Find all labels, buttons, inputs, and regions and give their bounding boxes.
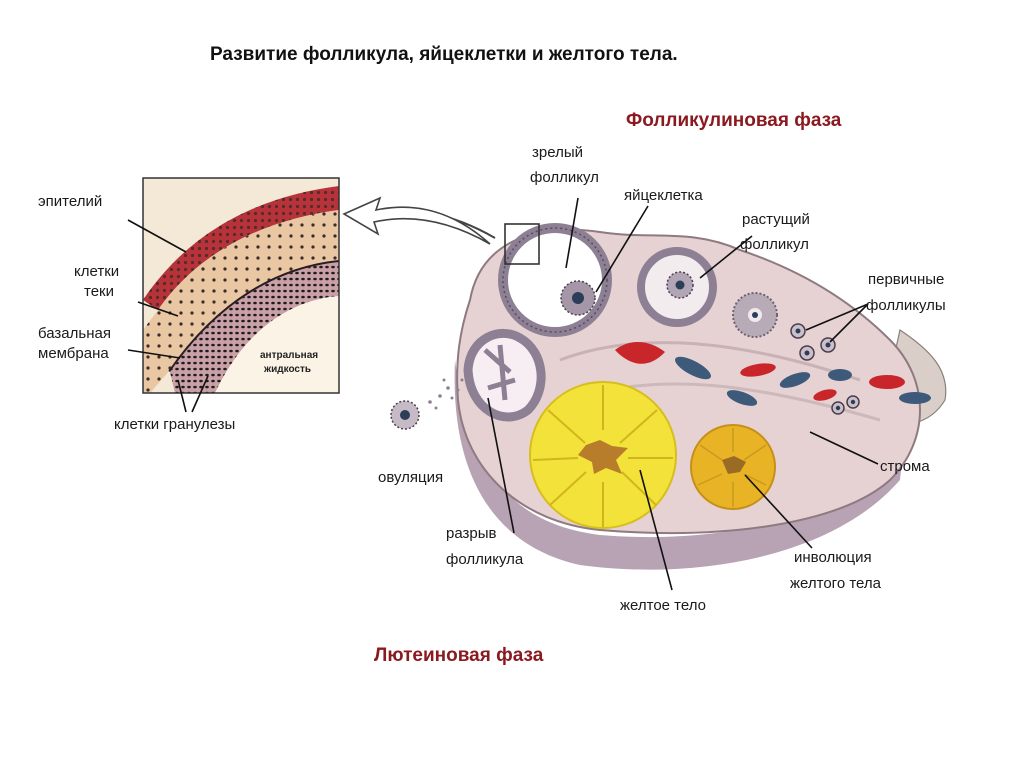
label-theca-line2: теки bbox=[84, 283, 114, 300]
ovary bbox=[390, 223, 947, 570]
label-basal-line1: базальная bbox=[38, 325, 111, 342]
label-involution-line1: инволюция bbox=[794, 549, 872, 566]
label-stroma: строма bbox=[880, 458, 930, 475]
label-growing-line1: растущий bbox=[742, 211, 810, 228]
label-mature-line1: зрелый bbox=[532, 144, 583, 161]
label-oocyte: яйцеклетка bbox=[624, 187, 703, 204]
label-mature-line2: фолликул bbox=[530, 169, 599, 186]
inset-leaders bbox=[127, 219, 209, 413]
label-involution-line2: желтого тела bbox=[790, 575, 881, 592]
label-primary-line1: первичные bbox=[868, 271, 945, 288]
follicle-wall-inset bbox=[143, 178, 339, 393]
label-growing-line2: фолликул bbox=[740, 236, 809, 253]
label-primary-line2: фолликулы bbox=[866, 297, 946, 314]
label-antral-line1: антральная bbox=[260, 350, 319, 361]
label-ovulation: овуляция bbox=[378, 469, 444, 486]
blood-vessels bbox=[615, 341, 931, 406]
label-rupture-line1: разрыв bbox=[446, 525, 497, 542]
label-epithelium: эпителий bbox=[38, 193, 103, 210]
follicular-phase-title: Фолликулиновая фаза bbox=[626, 110, 842, 131]
ovary-leaders bbox=[487, 197, 879, 591]
inset-frame bbox=[142, 177, 340, 394]
label-antral-line2: жидкость bbox=[264, 364, 312, 375]
luteal-phase-title: Лютеиновая фаза bbox=[374, 645, 544, 666]
zoom-arrow bbox=[342, 196, 496, 245]
page-title: Развитие фолликула, яйцеклетки и желтого… bbox=[210, 44, 678, 65]
label-theca-line1: клетки bbox=[74, 263, 120, 280]
label-rupture-line2: фолликула bbox=[446, 551, 524, 568]
label-granulosa: клетки гранулезы bbox=[114, 416, 236, 433]
label-corpus-luteum: желтое тело bbox=[620, 597, 706, 614]
label-basal-line2: мембрана bbox=[38, 345, 109, 362]
